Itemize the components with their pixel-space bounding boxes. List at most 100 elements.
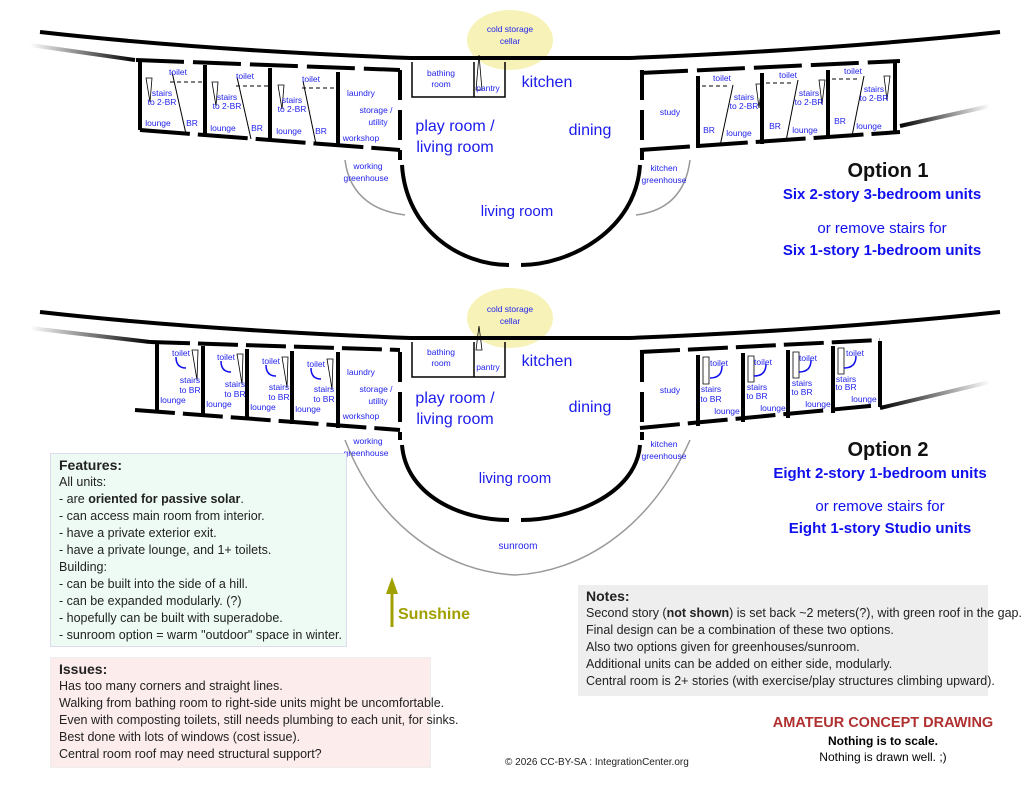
svg-text:sunroom: sunroom — [499, 541, 538, 552]
svg-text:stairs: stairs — [836, 374, 856, 384]
svg-text:BR: BR — [186, 118, 198, 128]
svg-text:toilet: toilet — [236, 71, 255, 81]
svg-text:stairs: stairs — [180, 375, 200, 385]
svg-text:BR: BR — [251, 123, 263, 133]
svg-text:BR: BR — [703, 125, 715, 135]
svg-text:living room: living room — [481, 203, 554, 220]
svg-text:to BR: to BR — [224, 389, 245, 399]
svg-text:toilet: toilet — [710, 358, 729, 368]
svg-text:study: study — [660, 107, 681, 117]
svg-text:stairs: stairs — [864, 84, 884, 94]
svg-text:greenhouse: greenhouse — [642, 451, 687, 461]
svg-text:stairs: stairs — [734, 92, 754, 102]
svg-text:stairs: stairs — [152, 88, 172, 98]
svg-text:greenhouse: greenhouse — [344, 173, 389, 183]
svg-text:room: room — [431, 79, 450, 89]
svg-text:lounge: lounge — [276, 126, 302, 136]
svg-text:toilet: toilet — [302, 74, 321, 84]
svg-text:BR: BR — [769, 121, 781, 131]
notes-box: Notes: Second story (not shown) is set b… — [578, 585, 1022, 696]
svg-text:stairs: stairs — [701, 384, 721, 394]
issues-title: Issues: — [59, 661, 108, 677]
svg-text:lounge: lounge — [250, 402, 276, 412]
notes-title: Notes: — [586, 588, 630, 604]
cold-storage-cellar — [467, 288, 553, 348]
svg-text:laundry: laundry — [347, 88, 376, 98]
svg-text:kitchen: kitchen — [522, 353, 573, 370]
svg-text:kitchen: kitchen — [651, 439, 678, 449]
svg-text:working: working — [352, 436, 383, 446]
outer-earth-wall — [39, 30, 1001, 60]
svg-text:stairs: stairs — [282, 95, 302, 105]
svg-text:to BR: to BR — [835, 382, 856, 392]
outer-earth-wall — [39, 310, 1001, 340]
svg-text:bathing: bathing — [427, 347, 455, 357]
svg-text:dining: dining — [569, 399, 612, 416]
label-cold-storage: cold storage — [487, 24, 534, 34]
svg-text:stairs: stairs — [217, 92, 237, 102]
disclaimer: AMATEUR CONCEPT DRAWING Nothing is to sc… — [763, 715, 1003, 764]
svg-text:play room /: play room / — [415, 118, 495, 135]
svg-text:Eight 2-story 1-bedroom units: Eight 2-story 1-bedroom units — [773, 465, 986, 482]
option1-plan — [29, 10, 1001, 267]
svg-text:to BR: to BR — [791, 387, 812, 397]
svg-text:room: room — [431, 358, 450, 368]
svg-text:bathing: bathing — [427, 68, 455, 78]
svg-text:lounge: lounge — [160, 395, 186, 405]
svg-text:study: study — [660, 385, 681, 395]
svg-text:kitchen: kitchen — [651, 163, 678, 173]
svg-text:kitchen: kitchen — [522, 74, 573, 91]
svg-text:toilet: toilet — [799, 353, 818, 363]
option1-labels: cold storage cellar toilet toilet toilet… — [145, 24, 981, 259]
svg-text:stairs: stairs — [314, 384, 334, 394]
svg-text:lounge: lounge — [714, 406, 740, 416]
svg-text:workshop: workshop — [342, 133, 380, 143]
svg-text:greenhouse: greenhouse — [642, 175, 687, 185]
svg-text:living room: living room — [479, 470, 552, 487]
svg-text:to BR: to BR — [313, 394, 334, 404]
svg-text:to 2-BR: to 2-BR — [213, 101, 242, 111]
svg-text:Six 2-story 3-bedroom units: Six 2-story 3-bedroom units — [783, 186, 981, 203]
svg-text:toilet: toilet — [846, 348, 865, 358]
option2-plan — [29, 288, 1001, 627]
svg-text:lounge: lounge — [760, 403, 786, 413]
cold-storage-cellar — [467, 10, 553, 70]
svg-text:Six 1-story 1-bedroom units: Six 1-story 1-bedroom units — [783, 242, 981, 259]
option1-title: Option 1 — [847, 160, 928, 182]
svg-text:toilet: toilet — [217, 352, 236, 362]
svg-text:stairs: stairs — [225, 379, 245, 389]
svg-text:pantry: pantry — [476, 362, 500, 372]
svg-text:stairs: stairs — [269, 382, 289, 392]
svg-text:living room: living room — [416, 139, 493, 156]
svg-text:or remove stairs for: or remove stairs for — [817, 220, 946, 237]
svg-text:utility: utility — [368, 117, 388, 127]
svg-text:cellar: cellar — [500, 316, 520, 326]
svg-text:storage /: storage / — [359, 384, 393, 394]
svg-text:cellar: cellar — [500, 36, 520, 46]
svg-text:workshop: workshop — [342, 411, 380, 421]
svg-text:toilet: toilet — [844, 66, 863, 76]
features-box: Features: All units: - are oriented for … — [50, 453, 347, 647]
svg-text:stairs: stairs — [799, 88, 819, 98]
svg-text:lounge: lounge — [792, 125, 818, 135]
svg-text:utility: utility — [368, 396, 388, 406]
svg-text:lounge: lounge — [856, 121, 882, 131]
svg-text:to 2-BR: to 2-BR — [795, 97, 824, 107]
features-title: Features: — [59, 457, 123, 473]
svg-text:toilet: toilet — [307, 359, 326, 369]
copyright: © 2026 CC-BY-SA : IntegrationCenter.org — [505, 757, 689, 768]
svg-text:greenhouse: greenhouse — [344, 448, 389, 458]
svg-text:to 2-BR: to 2-BR — [148, 97, 177, 107]
svg-text:lounge: lounge — [145, 118, 171, 128]
svg-text:toilet: toilet — [262, 356, 281, 366]
svg-text:or remove stairs for: or remove stairs for — [815, 498, 944, 515]
svg-text:to BR: to BR — [700, 394, 721, 404]
svg-text:to 2-BR: to 2-BR — [278, 104, 307, 114]
svg-text:toilet: toilet — [169, 67, 188, 77]
svg-text:to BR: to BR — [746, 391, 767, 401]
disclaimer-title: AMATEUR CONCEPT DRAWING — [772, 715, 994, 731]
svg-text:lounge: lounge — [805, 399, 831, 409]
svg-text:lounge: lounge — [295, 404, 321, 414]
svg-text:toilet: toilet — [779, 70, 798, 80]
